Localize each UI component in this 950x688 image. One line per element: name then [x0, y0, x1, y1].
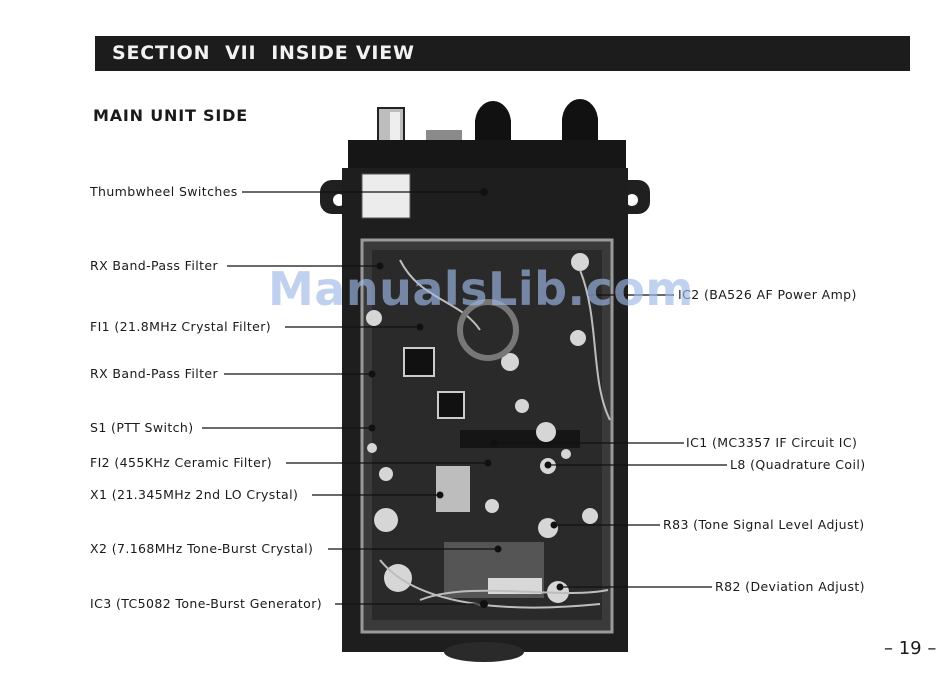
section-title: SECTION VII INSIDE VIEW: [112, 42, 415, 64]
label-ic1-if-circuit: IC1 (MC3357 IF Circuit IC): [686, 435, 858, 450]
label-thumbwheel-switches: Thumbwheel Switches: [90, 184, 238, 199]
label-x1-crystal: X1 (21.345MHz 2nd LO Crystal): [90, 487, 299, 502]
label-r82-deviation: R82 (Deviation Adjust): [715, 579, 865, 594]
label-fi2-ceramic-filter: FI2 (455KHz Ceramic Filter): [90, 455, 273, 470]
label-rx-band-pass-filter-2: RX Band-Pass Filter: [90, 366, 219, 381]
label-s1-ptt-switch: S1 (PTT Switch): [90, 420, 194, 435]
label-rx-band-pass-filter-1: RX Band-Pass Filter: [90, 258, 219, 273]
page-number: – 19 –: [884, 638, 937, 659]
subheading: MAIN UNIT SIDE: [93, 106, 248, 125]
watermark: ManualsLib.com: [268, 262, 694, 316]
label-x2-crystal: X2 (7.168MHz Tone-Burst Crystal): [90, 541, 314, 556]
label-l8-quadrature-coil: L8 (Quadrature Coil): [730, 457, 866, 472]
label-ic3-tone-burst-generator: IC3 (TC5082 Tone-Burst Generator): [90, 596, 323, 611]
label-fi1-crystal-filter: FI1 (21.8MHz Crystal Filter): [90, 319, 272, 334]
label-r83-tone-level: R83 (Tone Signal Level Adjust): [663, 517, 865, 532]
section-title-bar: SECTION VII INSIDE VIEW: [95, 36, 910, 71]
label-ic2-af-power-amp: IC2 (BA526 AF Power Amp): [678, 287, 857, 302]
